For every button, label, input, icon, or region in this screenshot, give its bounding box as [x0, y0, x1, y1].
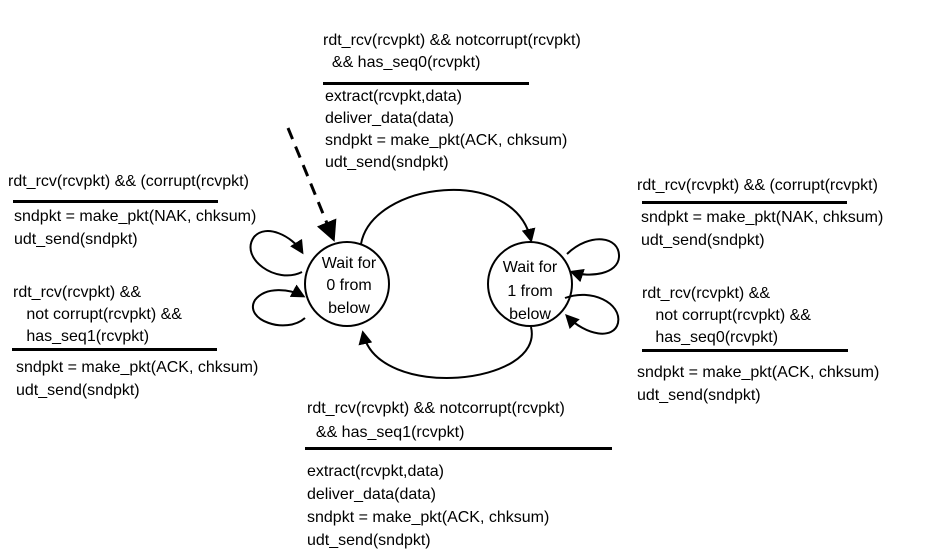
label-left-seq1-action-1: sndpkt = make_pkt(ACK, chksum)	[16, 359, 259, 376]
label-top-action-4: udt_send(sndpkt)	[325, 154, 449, 171]
label-left-seq1-event-line-2: not corrupt(rcvpkt) &&	[13, 306, 182, 323]
state-wait-1-label-3: below	[509, 306, 551, 323]
transition-arrow-bottom	[358, 326, 533, 379]
label-right-seq0-event-line-1: rdt_rcv(rcvpkt) &&	[642, 285, 771, 302]
label-left-seq1-event-line-3: has_seq1(rcvpkt)	[13, 328, 150, 345]
label-left-corrupt-event-line-1: rdt_rcv(rcvpkt) && (corrupt(rcvpkt)	[8, 173, 249, 190]
label-bottom-rule	[305, 447, 612, 450]
state-wait-1-label-1: Wait for	[503, 259, 558, 276]
label-top-rule	[323, 82, 529, 85]
label-bottom-event-line-2: && has_seq1(rcvpkt)	[307, 424, 465, 441]
label-bottom-action-3: sndpkt = make_pkt(ACK, chksum)	[307, 509, 550, 526]
label-left-corrupt-action-1: sndpkt = make_pkt(NAK, chksum)	[14, 208, 257, 225]
label-right-corrupt-action-2: udt_send(sndpkt)	[641, 232, 765, 249]
state-wait-0[interactable]: Wait for 0 from below	[304, 241, 390, 327]
self-loop-left-lower	[251, 284, 306, 327]
label-left-corrupt-action-2: udt_send(sndpkt)	[14, 231, 138, 248]
label-top-action-3: sndpkt = make_pkt(ACK, chksum)	[325, 132, 568, 149]
label-bottom-action-2: deliver_data(data)	[307, 486, 436, 503]
self-loop-right-upper	[566, 238, 621, 283]
label-right-seq0-action-1: sndpkt = make_pkt(ACK, chksum)	[637, 364, 880, 381]
label-left-seq1-rule	[12, 348, 217, 351]
label-bottom-action-1: extract(rcvpkt,data)	[307, 463, 444, 480]
state-wait-0-label-3: below	[328, 300, 370, 317]
label-right-seq0-action-2: udt_send(sndpkt)	[637, 387, 761, 404]
state-wait-0-label-1: Wait for	[322, 255, 377, 272]
label-top-event-line-2: && has_seq0(rcvpkt)	[323, 54, 481, 71]
state-wait-0-label-2: 0 from	[326, 277, 371, 294]
label-bottom-event-line-1: rdt_rcv(rcvpkt) && notcorrupt(rcvpkt)	[307, 400, 565, 417]
label-right-corrupt-event-line-1: rdt_rcv(rcvpkt) && (corrupt(rcvpkt)	[637, 177, 878, 194]
state-wait-1[interactable]: Wait for 1 from below	[487, 241, 573, 327]
self-loop-left-upper	[249, 230, 304, 277]
label-left-corrupt-rule	[13, 200, 218, 203]
transition-arrow-top	[360, 188, 536, 245]
label-left-seq1-action-2: udt_send(sndpkt)	[16, 382, 140, 399]
self-loop-right-lower	[564, 293, 620, 335]
label-right-seq0-event-line-2: not corrupt(rcvpkt) &&	[642, 307, 811, 324]
label-top-action-2: deliver_data(data)	[325, 110, 454, 127]
label-right-seq0-rule	[642, 349, 848, 352]
label-top-event-line-1: rdt_rcv(rcvpkt) && notcorrupt(rcvpkt)	[323, 32, 581, 49]
label-bottom-action-4: udt_send(sndpkt)	[307, 532, 431, 549]
state-wait-1-label-2: 1 from	[507, 283, 552, 300]
label-right-seq0-event-line-3: has_seq0(rcvpkt)	[642, 329, 779, 346]
label-right-corrupt-action-1: sndpkt = make_pkt(NAK, chksum)	[641, 209, 884, 226]
label-right-corrupt-rule	[642, 201, 847, 204]
label-left-seq1-event-line-1: rdt_rcv(rcvpkt) &&	[13, 284, 142, 301]
label-top-action-1: extract(rcvpkt,data)	[325, 88, 462, 105]
